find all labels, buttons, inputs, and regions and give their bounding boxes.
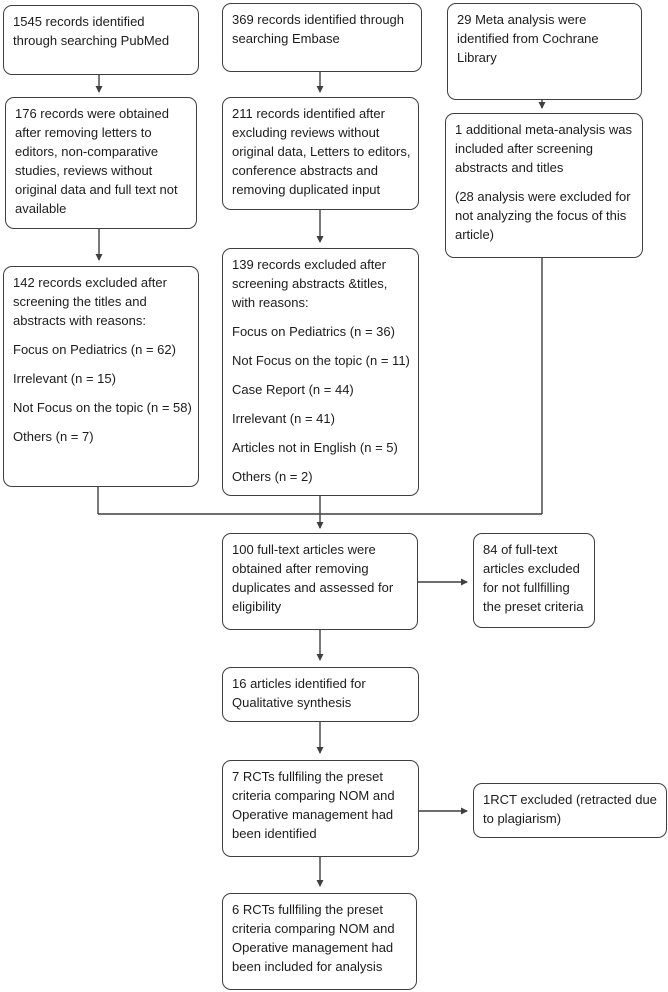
box-text: 29 Meta analysis were identified from Co… xyxy=(457,12,599,65)
box-embase-screened: 211 records identified after excluding r… xyxy=(222,97,419,210)
box-embase-excluded: 139 records excluded after screening abs… xyxy=(222,248,419,496)
box-text: 1545 records identified through searchin… xyxy=(13,14,170,48)
box-text: 84 of full-text articles excluded for no… xyxy=(483,542,584,614)
box-text: 1RCT excluded (retracted due to plagiari… xyxy=(483,792,657,826)
exclusion-reason: Case Report (n = 44) xyxy=(232,382,354,397)
exclusion-reason: Focus on Pediatrics (n = 36) xyxy=(232,324,395,339)
box-text: 6 RCTs fullfiling the preset criteria co… xyxy=(232,902,395,974)
exclusion-reason: Not Focus on the topic (n = 11) xyxy=(232,353,410,368)
exclusion-reason: Focus on Pediatrics (n = 62) xyxy=(13,342,176,357)
box-fulltext-assessed: 100 full-text articles were obtained aft… xyxy=(222,533,418,630)
box-qualitative-synthesis: 16 articles identified for Qualitative s… xyxy=(222,667,419,722)
box-pubmed-identified: 1545 records identified through searchin… xyxy=(3,5,199,75)
box-text: 7 RCTs fullfiling the preset criteria co… xyxy=(232,769,395,841)
exclusion-reason: Others (n = 2) xyxy=(232,469,313,484)
box-text: 1 additional meta-analysis was included … xyxy=(455,122,633,175)
box-fulltext-excluded: 84 of full-text articles excluded for no… xyxy=(473,533,595,628)
box-embase-identified: 369 records identified through searching… xyxy=(222,3,422,72)
box-rcts-identified: 7 RCTs fullfiling the preset criteria co… xyxy=(222,760,419,857)
exclusion-reason: Articles not in English (n = 5) xyxy=(232,440,398,455)
exclusion-reason: Others (n = 7) xyxy=(13,429,94,444)
box-text: 142 records excluded after screening the… xyxy=(13,275,167,328)
exclusion-reason: Irrelevant (n = 41) xyxy=(232,411,335,426)
box-text: 211 records identified after excluding r… xyxy=(232,106,411,197)
box-text: 369 records identified through searching… xyxy=(232,12,405,46)
box-pubmed-excluded: 142 records excluded after screening the… xyxy=(3,266,199,487)
box-text: 139 records excluded after screening abs… xyxy=(232,257,388,310)
box-text: 100 full-text articles were obtained aft… xyxy=(232,542,394,614)
box-text: 16 articles identified for Qualitative s… xyxy=(232,676,366,710)
exclusion-reason: Not Focus on the topic (n = 58) xyxy=(13,400,192,415)
box-rcts-included: 6 RCTs fullfiling the preset criteria co… xyxy=(222,893,417,990)
box-text: 176 records were obtained after removing… xyxy=(15,106,178,216)
box-pubmed-obtained: 176 records were obtained after removing… xyxy=(5,97,197,229)
box-cochrane-identified: 29 Meta analysis were identified from Co… xyxy=(447,3,642,100)
box-rct-excluded: 1RCT excluded (retracted due to plagiari… xyxy=(473,783,667,838)
box-cochrane-included: 1 additional meta-analysis was included … xyxy=(445,113,643,258)
box-text: (28 analysis were excluded for not analy… xyxy=(455,189,631,242)
exclusion-reason: Irrelevant (n = 15) xyxy=(13,371,116,386)
